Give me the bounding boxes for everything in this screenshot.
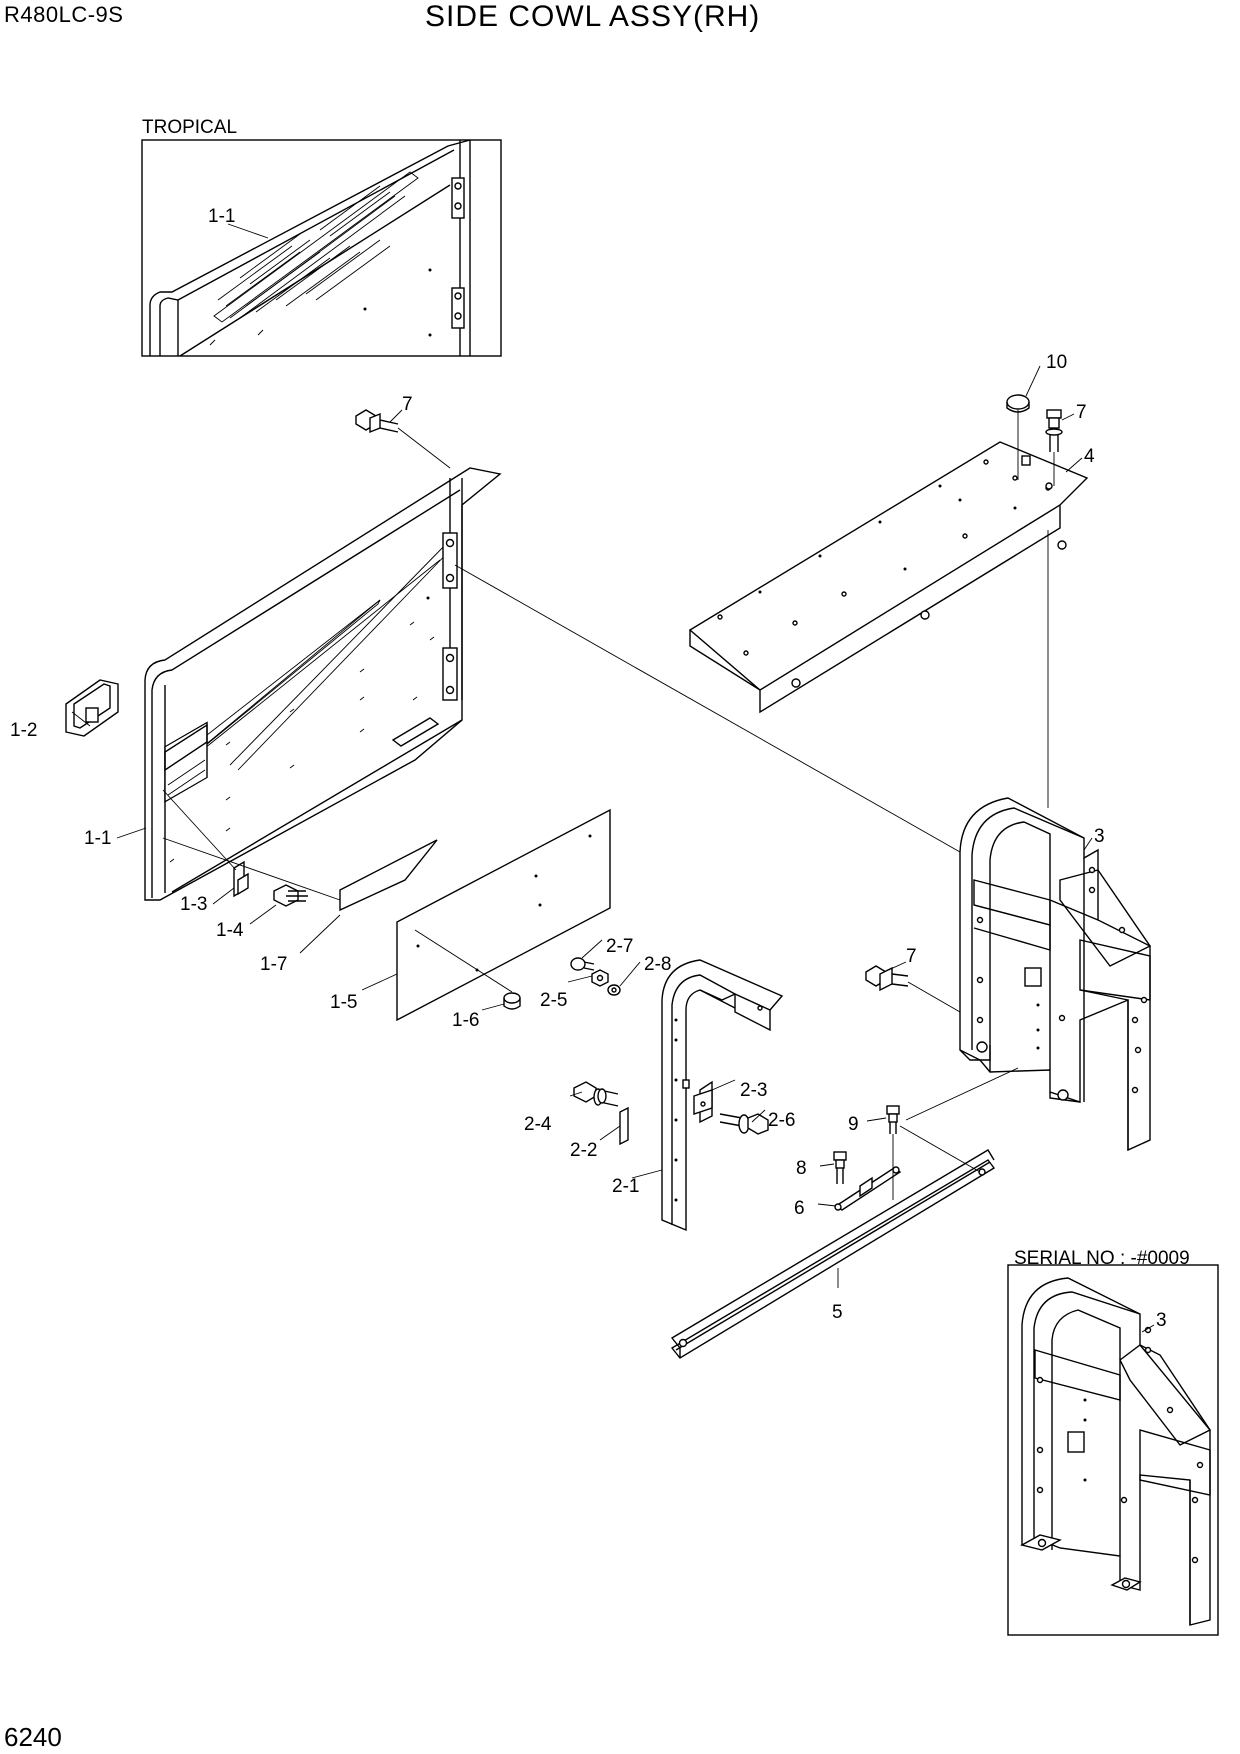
bracket-assembly bbox=[661, 959, 784, 1232]
callout-1-3: 1-3 bbox=[180, 894, 207, 915]
model-number: R480LC-9S bbox=[4, 2, 124, 27]
callout-2-6: 2-6 bbox=[768, 1110, 795, 1131]
screw-2-7 bbox=[570, 957, 595, 971]
serial-inset-frame bbox=[1007, 1264, 1219, 1636]
callout-4: 4 bbox=[1084, 446, 1095, 467]
page-title: SIDE COWL ASSY(RH) bbox=[425, 0, 761, 33]
bolt-1-4 bbox=[273, 884, 308, 907]
callout-1-5: 1-5 bbox=[330, 992, 357, 1013]
side-door-panel bbox=[144, 467, 502, 901]
callout-1-6: 1-6 bbox=[452, 1010, 479, 1031]
callout-1-4: 1-4 bbox=[216, 920, 244, 941]
serial-inset-label: SERIAL NO : -#0009 bbox=[1014, 1248, 1190, 1269]
callout-2-1: 2-1 bbox=[612, 1176, 639, 1197]
callout-2-8: 2-8 bbox=[644, 954, 671, 975]
callout-2-3: 2-3 bbox=[740, 1080, 767, 1101]
callout-9: 9 bbox=[848, 1114, 859, 1135]
callout-7-top-left: 7 bbox=[402, 394, 413, 415]
latch-plate-part bbox=[693, 1080, 713, 1124]
callout-7-mid-right: 7 bbox=[906, 946, 917, 967]
callout-6: 6 bbox=[794, 1198, 805, 1219]
callout-1-1: 1-1 bbox=[84, 828, 111, 849]
door-handle-part bbox=[65, 679, 119, 737]
page-number: 6240 bbox=[4, 1722, 62, 1752]
bolt-9 bbox=[886, 1105, 900, 1134]
tropical-panel-drawing bbox=[149, 139, 471, 357]
support-frame bbox=[959, 797, 1152, 1152]
callout-2-2: 2-2 bbox=[570, 1140, 597, 1161]
callout-leaders bbox=[71, 365, 1093, 1288]
callout-2-5: 2-5 bbox=[540, 990, 567, 1011]
rubber-cap-part bbox=[1006, 394, 1030, 480]
striker-plate-part bbox=[619, 1106, 629, 1146]
seal-wedge-part bbox=[339, 839, 438, 912]
callout-1-7: 1-7 bbox=[260, 954, 287, 975]
callout-tropical-1-1: 1-1 bbox=[208, 206, 235, 227]
bolt-8 bbox=[833, 1151, 847, 1184]
callout-5: 5 bbox=[832, 1302, 843, 1323]
cover-plate-part bbox=[396, 808, 611, 1022]
callout-7-top-right: 7 bbox=[1076, 402, 1087, 423]
callout-2-7: 2-7 bbox=[606, 936, 633, 957]
serial-frame-drawing bbox=[1020, 1277, 1212, 1626]
bolt-2-6 bbox=[719, 1113, 769, 1135]
callout-3: 3 bbox=[1094, 826, 1105, 847]
bottom-rail bbox=[670, 1149, 996, 1359]
callout-8: 8 bbox=[796, 1158, 807, 1179]
tropical-inset-label: TROPICAL bbox=[142, 117, 237, 138]
callout-2-4: 2-4 bbox=[524, 1114, 552, 1135]
callout-1-2: 1-2 bbox=[10, 720, 37, 741]
nut-2-5 bbox=[591, 969, 609, 987]
rubber-plug-part bbox=[503, 992, 521, 1010]
assembly-lines bbox=[162, 530, 1049, 1200]
tropical-inset-frame bbox=[141, 139, 502, 357]
stay-bracket-part bbox=[834, 1166, 902, 1211]
washer-2-8 bbox=[607, 984, 621, 996]
bolt-2-4 bbox=[573, 1081, 619, 1107]
top-cover-plate bbox=[688, 441, 1089, 714]
serial-inset: SERIAL NO : -#0009 3 bbox=[1007, 1248, 1219, 1636]
bolt-mid-right bbox=[865, 965, 961, 1013]
bolt-top-left bbox=[355, 409, 451, 469]
tropical-inset: TROPICAL bbox=[141, 117, 502, 357]
callout-serial-3: 3 bbox=[1156, 1310, 1167, 1331]
lock-bracket-part bbox=[233, 860, 249, 898]
callout-10: 10 bbox=[1046, 352, 1067, 373]
bolt-top-right bbox=[1045, 409, 1063, 486]
